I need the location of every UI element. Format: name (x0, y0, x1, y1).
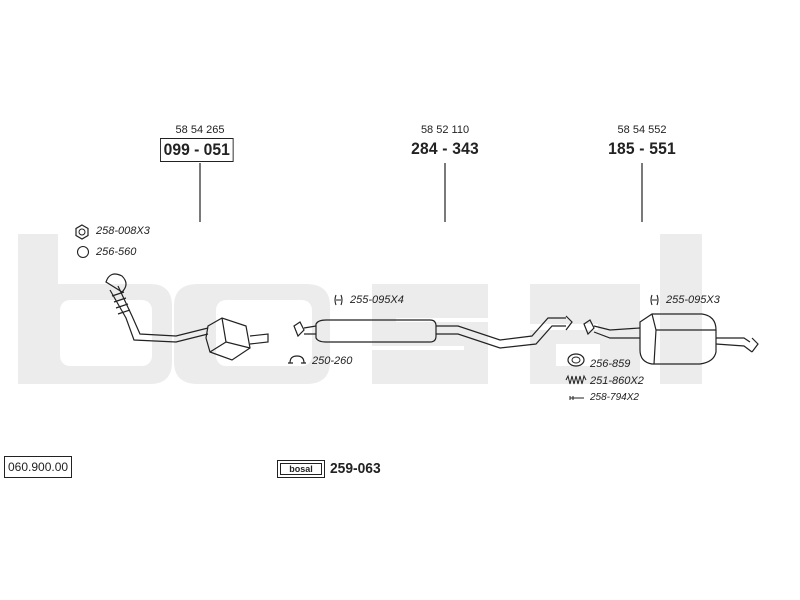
ring-gasket-icon (76, 245, 90, 259)
catalog-number: 060.900.00 (4, 456, 73, 478)
bosal-logo: bosal (277, 460, 325, 478)
accessory-label[interactable]: 258-008X3 (96, 225, 150, 237)
accessory-label[interactable]: 255-095X4 (350, 294, 404, 306)
clamp-bracket-icon (334, 294, 343, 306)
accessory-label[interactable]: 258-794X2 (590, 392, 639, 403)
pipe-clamp-icon (288, 355, 306, 364)
oem-number: 58 52 110 (420, 124, 470, 136)
accessory-label[interactable]: 251-860X2 (590, 375, 644, 387)
middle-silencer (293, 315, 573, 349)
part-number[interactable]: 185 - 551 (608, 139, 676, 158)
accessory-label[interactable]: 255-095X3 (666, 294, 720, 306)
part-number-boxed[interactable]: 099 - 051 (160, 138, 234, 162)
rear-silencer (583, 313, 759, 365)
flange-gasket-icon (567, 353, 585, 367)
front-pipe (105, 273, 209, 343)
bosal-logo-text: bosal (280, 463, 322, 475)
oem-number: 58 54 552 (617, 124, 667, 136)
accessory-label[interactable]: 250-260 (312, 355, 353, 367)
oem-number: 58 54 265 (175, 124, 225, 136)
mounting-kit-part-number[interactable]: 259-063 (330, 460, 381, 477)
spring-icon (565, 374, 587, 385)
hex-nut-icon (75, 224, 89, 240)
accessory-label[interactable]: 256-560 (96, 246, 137, 258)
accessory-label[interactable]: 256-859 (590, 358, 631, 370)
bolt-icon (569, 396, 584, 400)
catalytic-converter (205, 317, 269, 361)
clamp-bracket-icon (650, 294, 659, 306)
part-number[interactable]: 284 - 343 (411, 139, 479, 158)
